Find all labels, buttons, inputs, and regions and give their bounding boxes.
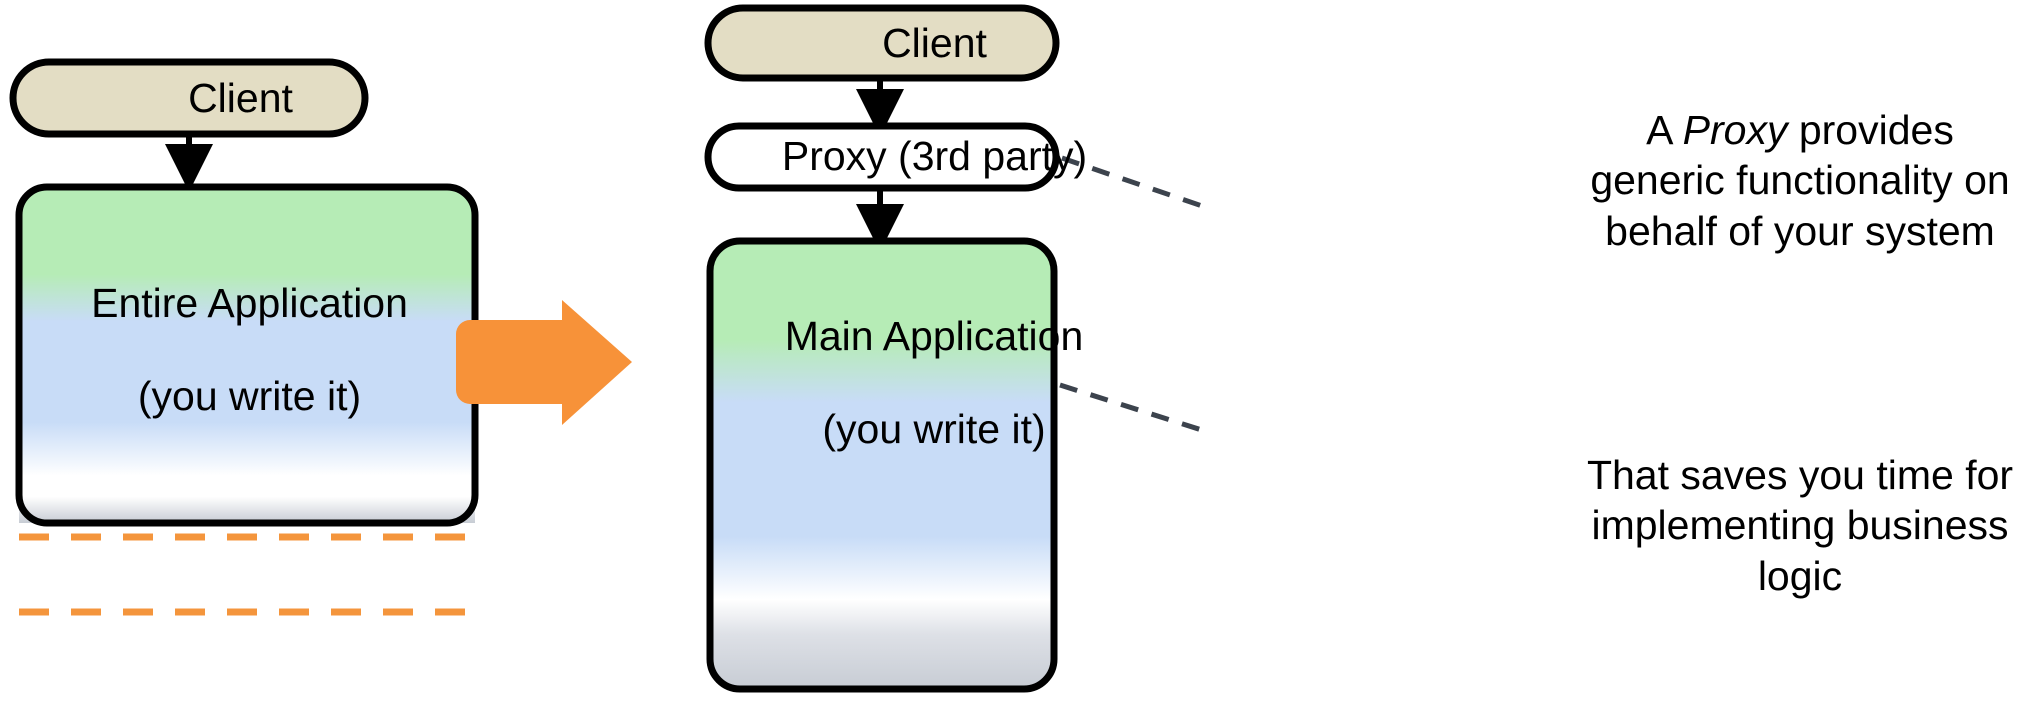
- annotation-proxy-emphasis: Proxy: [1682, 107, 1788, 153]
- annotation-proxy-prefix: A: [1646, 107, 1683, 153]
- leader-line-savings-note: [1059, 382, 1209, 435]
- client-box-left: [9, 58, 369, 138]
- right-group: [704, 4, 1060, 693]
- annotation-proxy-note: A Proxy provides generic functionality o…: [1576, 105, 2024, 256]
- right-arrow-icon: [456, 300, 632, 425]
- left-group: [9, 58, 479, 616]
- application-fill-left: [19, 187, 475, 523]
- client-box-right: [704, 4, 1060, 82]
- application-outline-right: [706, 237, 1058, 693]
- application-fill-right: [710, 241, 1054, 689]
- annotation-savings-note: That saves you time for implementing bus…: [1586, 452, 2014, 599]
- leader-line-proxy-note: [1061, 155, 1209, 211]
- proxy-box: [704, 122, 1060, 192]
- application-fill-left-bottom-round: [19, 475, 475, 523]
- annotation-proxy-suffix: provides generic functionality on behalf…: [1590, 107, 2010, 254]
